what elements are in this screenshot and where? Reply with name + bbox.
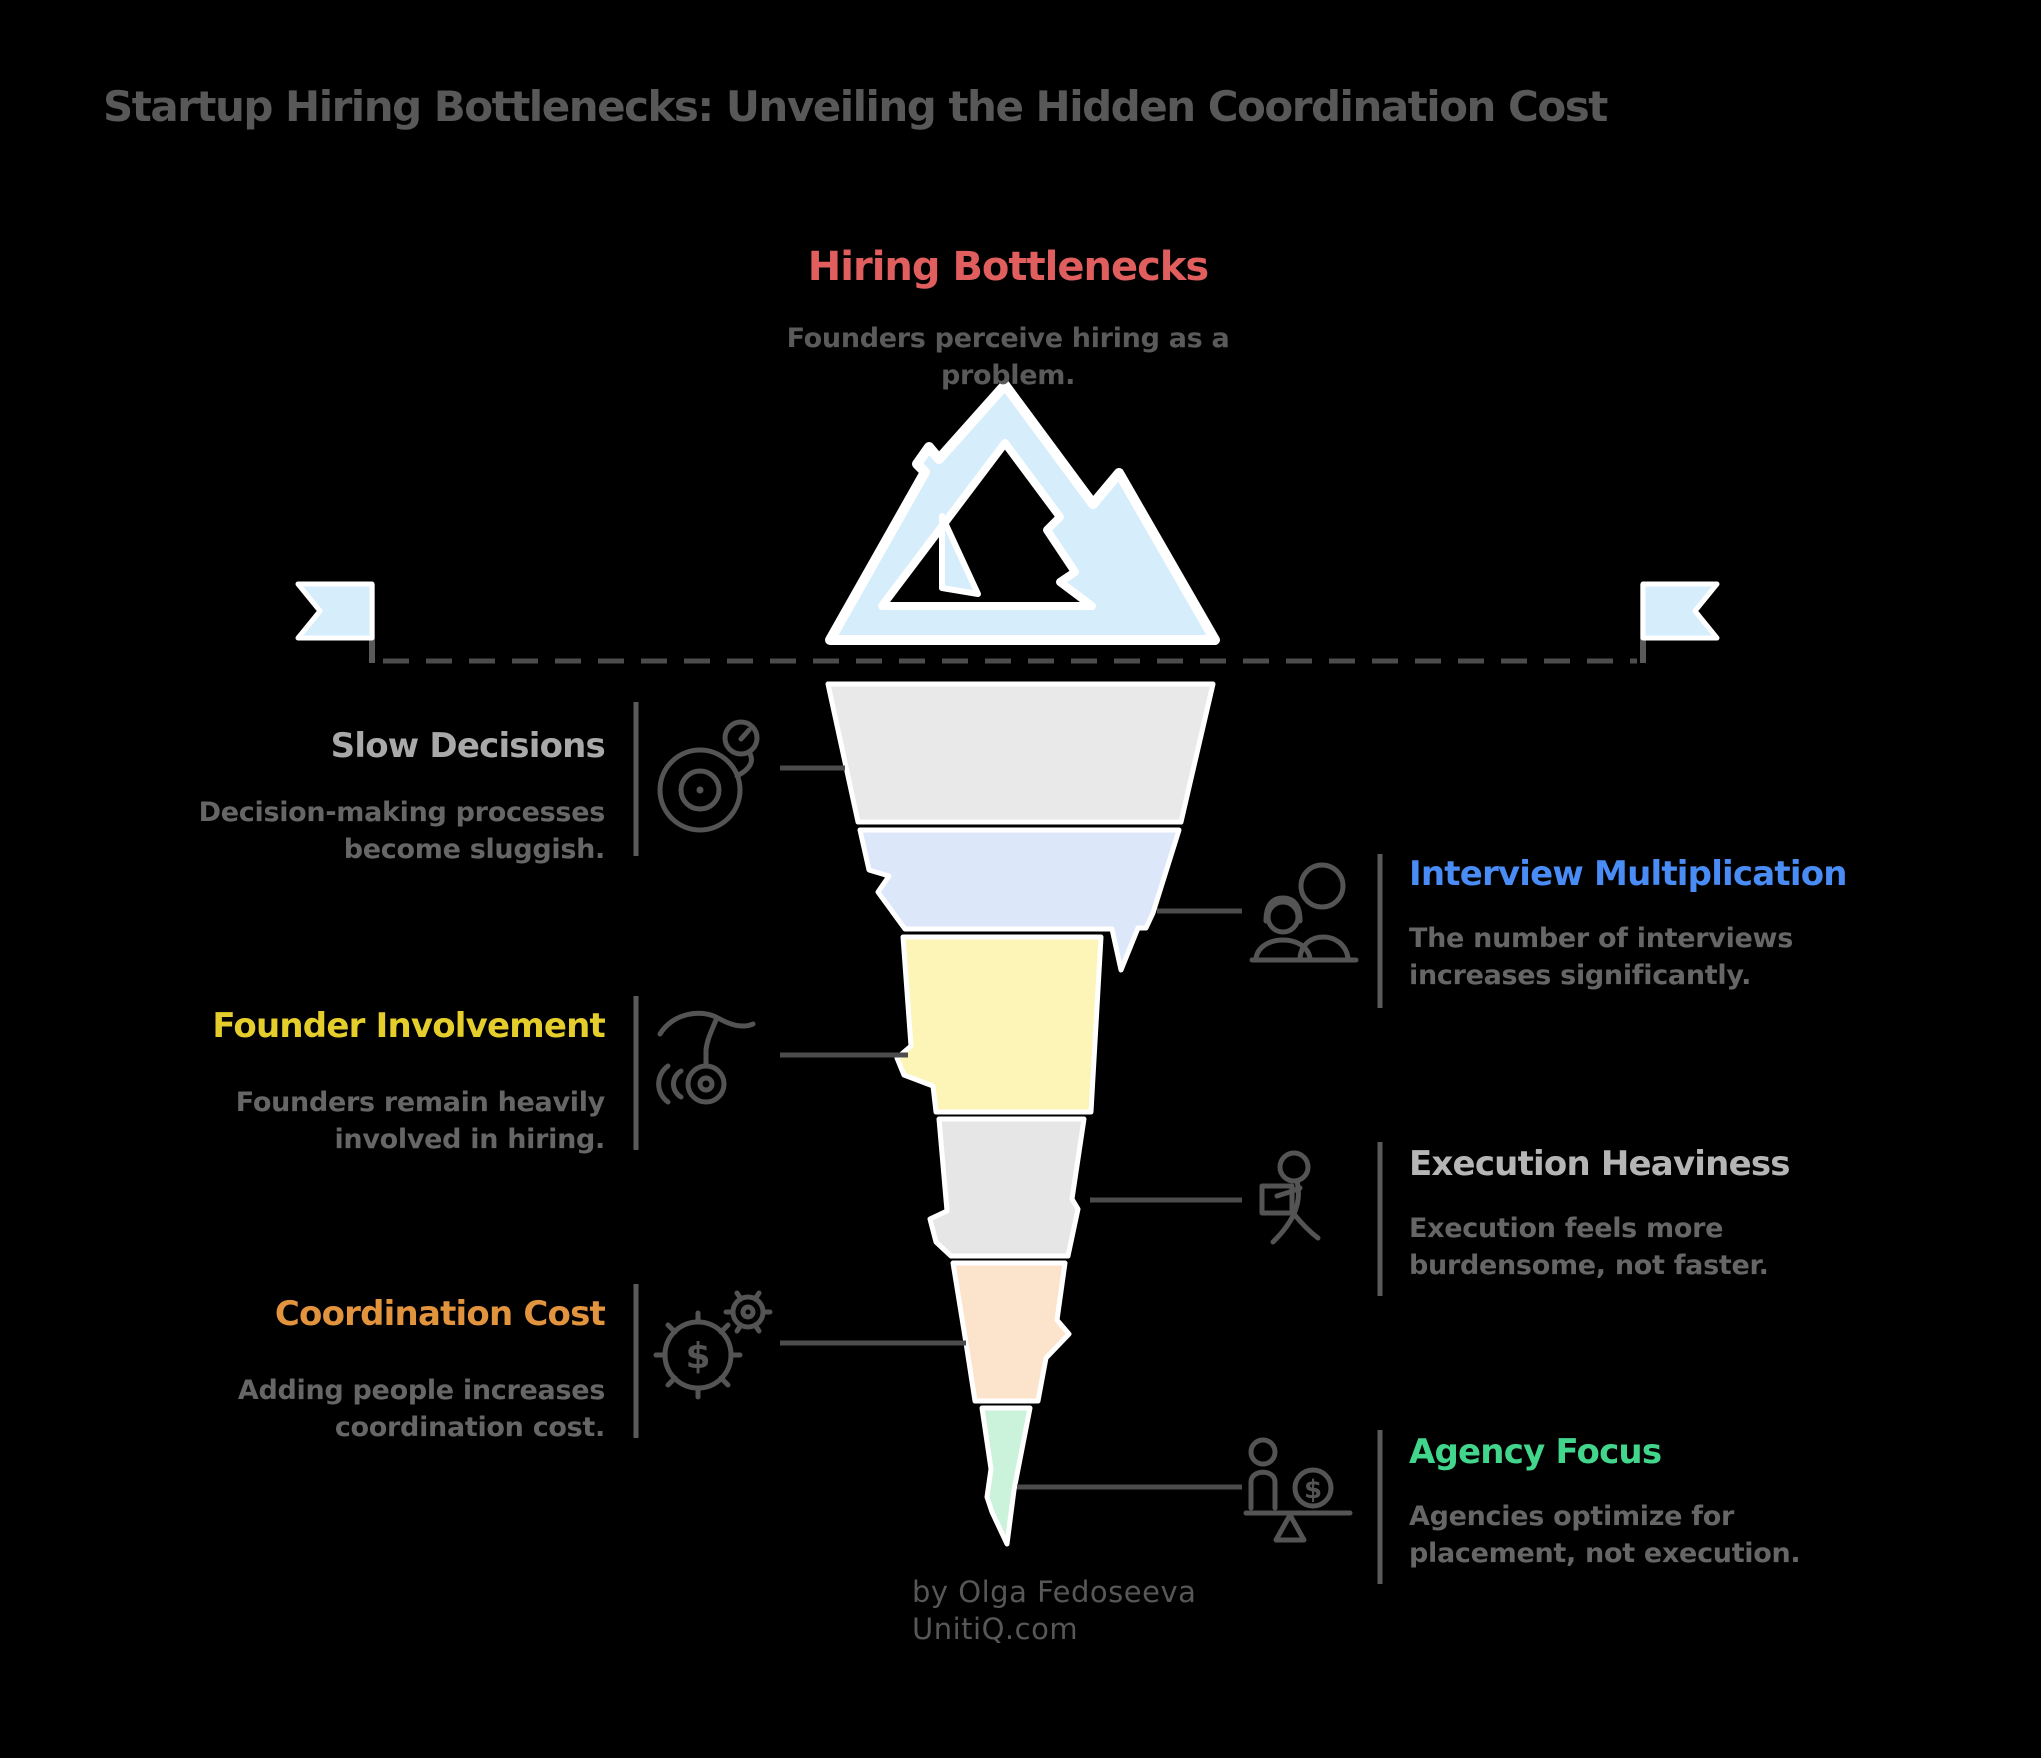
divider-bars	[633, 702, 1383, 1584]
description-line: placement, not execution.	[1409, 1538, 1801, 1569]
description-line: Agencies optimize for	[1409, 1501, 1734, 1532]
section-slow-decisions: Slow Decisions	[125, 726, 606, 766]
description-line: become sluggish.	[343, 834, 606, 865]
section-agency-focus-description: Agencies optimize for placement, not exe…	[1409, 1498, 1989, 1572]
segment-interview-multiplication	[857, 827, 1182, 973]
description-line: The number of interviews	[1409, 923, 1793, 954]
section-founder-involvement-description: Founders remain heavily involved in hiri…	[125, 1084, 606, 1158]
section-slow-decisions-description: Decision-making processes become sluggis…	[125, 794, 606, 868]
tip-section-label: Hiring Bottlenecks	[807, 244, 1209, 290]
section-coordination-cost-description: Adding people increases coordination cos…	[125, 1372, 605, 1446]
section-coordination-cost: Coordination Cost	[125, 1294, 606, 1334]
connector-lines	[780, 765, 1242, 1490]
section-label: Coordination Cost	[274, 1294, 606, 1334]
segment-founder-involvement	[894, 934, 1104, 1115]
iceberg-mountain-icon	[825, 380, 1220, 645]
left-flag-icon	[295, 581, 375, 641]
description-line: Decision-making processes	[198, 797, 606, 828]
section-execution-heaviness: Execution Heaviness	[1409, 1144, 1989, 1184]
gear-dollar-glyph: $	[685, 1336, 710, 1377]
footer-website: UnitiQ.com	[912, 1612, 1079, 1646]
section-interview-multiplication-description: The number of interviews increases signi…	[1409, 920, 1989, 994]
underwater-funnel	[825, 681, 1216, 1547]
description-line: Execution feels more	[1409, 1213, 1724, 1244]
section-label: Agency Focus	[1409, 1432, 1662, 1472]
description-line: coordination cost.	[334, 1412, 605, 1443]
mountain-inner-cutout	[878, 439, 1096, 610]
segment-execution-heaviness	[927, 1116, 1087, 1259]
footer-author: by Olga Fedoseeva	[912, 1575, 1197, 1609]
description-line: increases significantly.	[1409, 960, 1752, 991]
person-carrying-laptop-icon	[1259, 1150, 1321, 1245]
description-line: involved in hiring.	[334, 1124, 605, 1155]
person-money-scale-icon: $	[1243, 1437, 1353, 1543]
interview-people-icon	[1249, 862, 1359, 963]
tip-description-line: problem.	[940, 360, 1076, 391]
snail-stopwatch-icon	[657, 719, 760, 833]
mountain-ridge-wedge	[939, 513, 981, 597]
right-flag-icon	[1640, 581, 1720, 641]
section-execution-heaviness-description: Execution feels more burdensome, not fas…	[1409, 1210, 1989, 1284]
tip-description-line: Founders perceive hiring as a	[786, 323, 1230, 354]
segment-agency-focus	[979, 1405, 1033, 1547]
section-label: Founder Involvement	[212, 1006, 605, 1046]
section-founder-involvement: Founder Involvement	[125, 1006, 605, 1046]
page-title: Startup Hiring Bottlenecks: Unveiling th…	[103, 82, 1608, 131]
section-agency-focus: Agency Focus	[1409, 1432, 1989, 1472]
section-label: Slow Decisions	[330, 726, 606, 766]
section-interview-multiplication: Interview Multiplication	[1409, 854, 1989, 894]
section-label: Execution Heaviness	[1409, 1144, 1791, 1184]
tip-section-description: Founders perceive hiring as a problem.	[708, 320, 1308, 394]
segment-slow-decisions	[825, 681, 1216, 825]
dollar-gears-icon: $	[653, 1290, 773, 1400]
description-line: Founders remain heavily	[235, 1087, 606, 1118]
hand-yoyo-icon	[656, 1010, 756, 1105]
section-label: Interview Multiplication	[1409, 854, 1847, 894]
segment-coordination-cost	[950, 1260, 1072, 1404]
coin-dollar-glyph: $	[1304, 1475, 1322, 1505]
description-line: burdensome, not faster.	[1409, 1250, 1769, 1281]
description-line: Adding people increases	[237, 1375, 605, 1406]
footer-credit: by Olga Fedoseeva UnitiQ.com	[912, 1574, 1196, 1648]
